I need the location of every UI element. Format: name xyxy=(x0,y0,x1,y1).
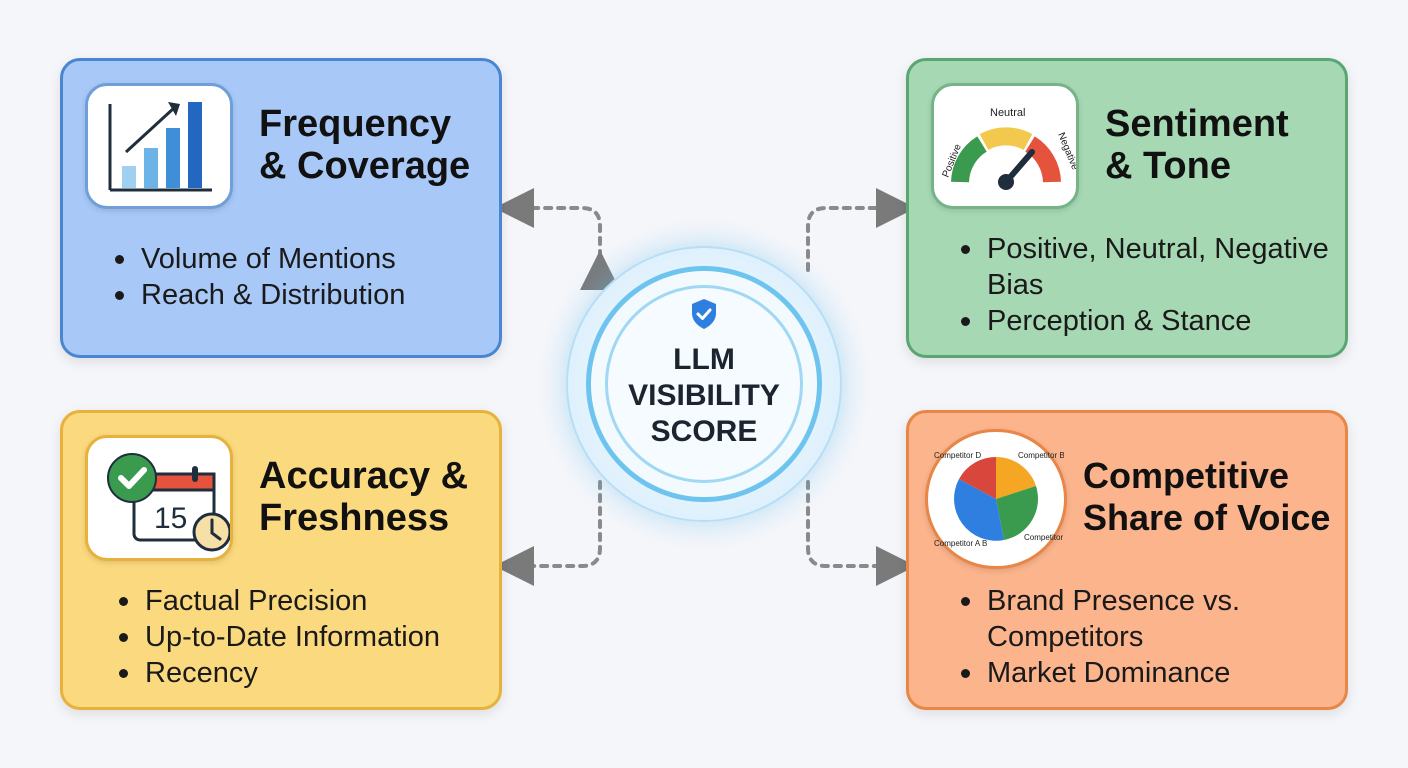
connector-bottom-left xyxy=(494,480,602,586)
list-item: Up-to-Date Information xyxy=(119,619,505,655)
sentiment-gauge-icon: Neutral Positive Negative xyxy=(931,83,1079,209)
card-title: Accuracy & Freshness xyxy=(259,455,469,539)
center-label: LLM VISIBILITY SCORE xyxy=(628,343,780,448)
bullet-list: Brand Presence vs. Competitors Market Do… xyxy=(959,583,1347,691)
list-item: Factual Precision xyxy=(119,583,505,619)
pie-label-ab: Competitor A B xyxy=(934,539,987,548)
list-item: Positive, Neutral, Negative Bias xyxy=(961,231,1347,303)
calendar-check-clock-icon: 15 xyxy=(85,435,233,561)
card-frequency-coverage: Frequency & Coverage Volume of Mentions … xyxy=(60,58,502,358)
bullet-list: Volume of Mentions Reach & Distribution xyxy=(113,241,501,313)
card-title: Sentiment & Tone xyxy=(1105,103,1289,187)
gauge-label-neutral: Neutral xyxy=(990,107,1025,119)
card-accuracy-freshness: 15 Accuracy & Freshness Factual Precisio… xyxy=(60,410,502,710)
list-item: Perception & Stance xyxy=(961,303,1347,339)
list-item: Brand Presence vs. Competitors xyxy=(961,583,1347,655)
pie-label-d: Competitor D xyxy=(934,451,981,460)
gauge-label-negative: Negative xyxy=(1055,131,1076,172)
shield-check-icon xyxy=(692,299,716,329)
card-competitive-share-of-voice: Competitor D Competitor B Competitor A C… xyxy=(906,410,1348,710)
list-item: Recency xyxy=(119,655,505,691)
bullet-list: Factual Precision Up-to-Date Information… xyxy=(117,583,505,691)
card-title: Frequency & Coverage xyxy=(259,103,471,187)
list-item: Market Dominance xyxy=(961,655,1347,691)
pie-label-b: Competitor B xyxy=(1018,451,1064,460)
llm-visibility-score-badge: LLM VISIBILITY SCORE xyxy=(566,246,842,522)
pie-label-a: Competitor A xyxy=(1024,533,1064,542)
bullet-list: Positive, Neutral, Negative Bias Percept… xyxy=(959,231,1347,339)
card-title: Competitive Share of Voice xyxy=(1083,455,1331,538)
list-item: Volume of Mentions xyxy=(115,241,501,277)
bar-chart-growth-icon xyxy=(85,83,233,209)
card-sentiment-tone: Neutral Positive Negative Sentiment & To… xyxy=(906,58,1348,358)
pie-chart-icon: Competitor D Competitor B Competitor A C… xyxy=(925,429,1067,569)
calendar-day: 15 xyxy=(154,502,187,535)
connector-top-left xyxy=(494,188,620,290)
list-item: Reach & Distribution xyxy=(115,277,501,313)
connector-top-right xyxy=(806,188,916,272)
connector-bottom-right xyxy=(806,480,916,586)
